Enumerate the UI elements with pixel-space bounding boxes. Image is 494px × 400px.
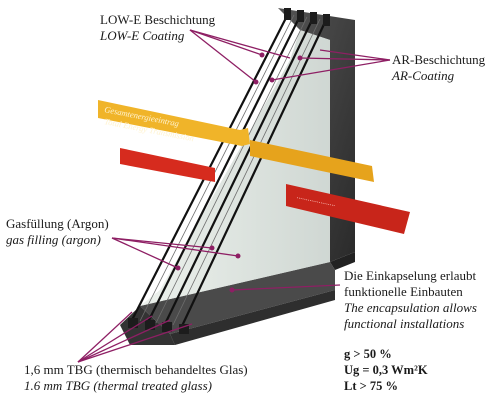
glass-pane-area: [140, 30, 330, 306]
encaps-label-en-1: The encapsulation allows: [344, 300, 477, 315]
gas-label-de: Gasfüllung (Argon): [6, 216, 109, 231]
encaps-label-de-1: Die Einkapselung erlaubt: [344, 268, 477, 283]
reflection-beam: ·····················: [120, 148, 410, 234]
tbg-label-en: 1.6 mm TBG (thermal treated glass): [24, 378, 212, 393]
leader-lines: [77, 29, 391, 363]
leader-dots: [175, 52, 303, 293]
spec-g-value: g > 50 %: [344, 347, 392, 361]
lowe-label-de: LOW-E Beschichtung: [100, 12, 216, 27]
ar-label-de: AR-Beschichtung: [392, 52, 486, 67]
ar-label-en: AR-Coating: [391, 68, 455, 83]
top-spacers: [284, 8, 330, 26]
encaps-label-en-2: functional installations: [344, 316, 464, 331]
encaps-label-de-2: funktionelle Einbauten: [344, 284, 463, 299]
tbg-label-de: 1,6 mm TBG (thermisch behandeltes Glas): [24, 362, 248, 377]
lowe-label-en: LOW-E Coating: [99, 28, 185, 43]
spec-ug-value: Ug = 0,3 Wm²K: [344, 363, 428, 377]
gas-label-en: gas filling (argon): [6, 232, 101, 247]
spec-lt-value: Lt > 75 %: [344, 379, 398, 393]
bottom-spacers: [128, 318, 189, 334]
